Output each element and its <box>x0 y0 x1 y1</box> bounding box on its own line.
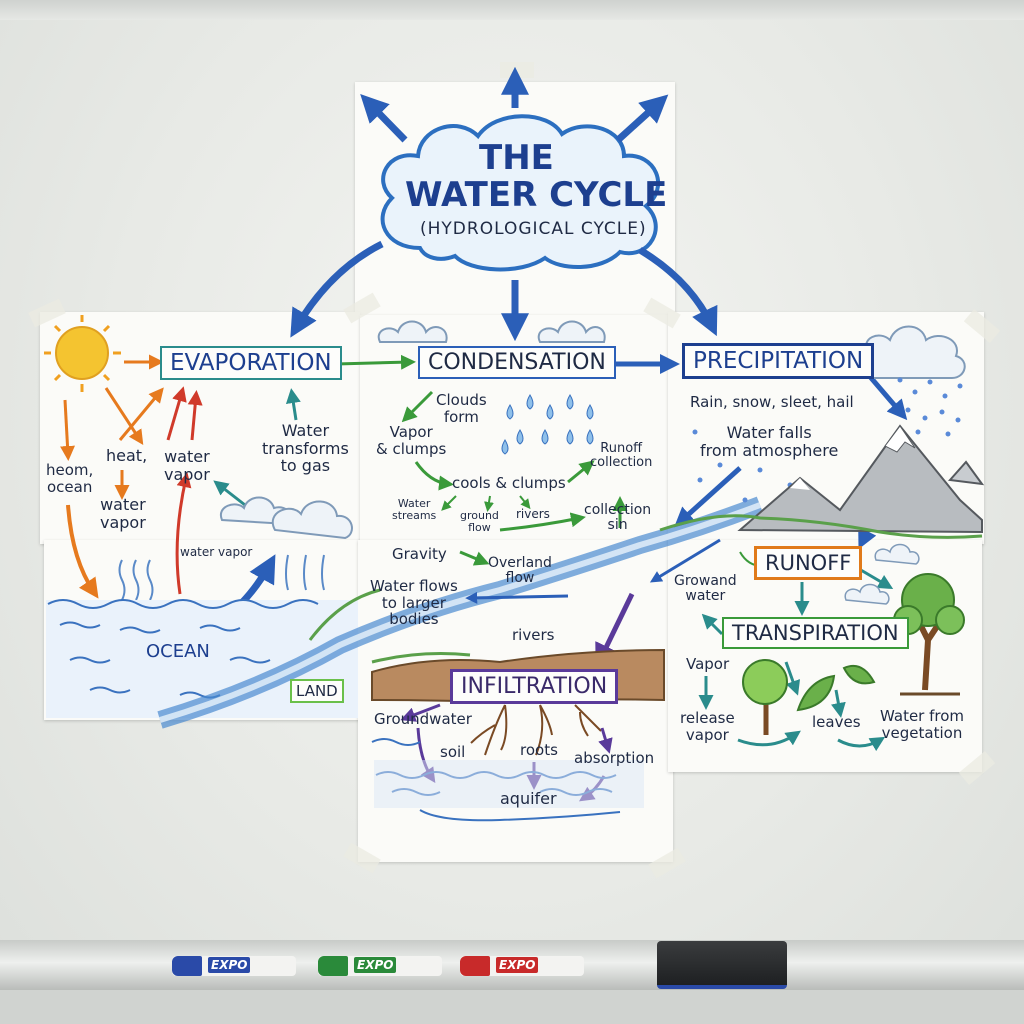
label-water-streams: Water streams <box>392 497 437 523</box>
infiltration-box: INFILTRATION <box>450 669 619 704</box>
title-arrow-to-precipitation <box>638 246 718 337</box>
mountain-icon <box>737 424 985 534</box>
label-ocean: OCEAN <box>146 641 210 662</box>
label-vapor-clumps: Vapor & clumps <box>376 423 447 458</box>
marker-cap <box>172 956 202 976</box>
raindrop-icons <box>501 394 594 455</box>
label-heom-ocean: heom, ocean <box>46 461 94 496</box>
title-line-2: WATER CYCLE <box>405 175 668 215</box>
label-leaves: leaves <box>812 713 861 731</box>
label-vapor: Vapor <box>686 655 730 673</box>
label-land: LAND <box>290 679 344 703</box>
cloud-icon <box>844 543 920 605</box>
roots-icon <box>470 704 602 756</box>
sun-icon <box>44 315 121 392</box>
title-arrow-up-right <box>615 94 669 143</box>
label-runoff-collection: Runoff collection <box>590 441 653 471</box>
label-groundwater: Groundwater <box>374 710 472 728</box>
label-cools-clumps: cools & clumps <box>452 474 566 492</box>
evaporation-box: EVAPORATION <box>160 346 342 380</box>
label-water-flows: Water flows to larger bodies <box>370 577 458 628</box>
marker-tray-lip <box>0 990 1024 1024</box>
label-aquifer: aquifer <box>500 789 557 808</box>
title-arrow-to-evaporation <box>290 240 384 338</box>
label-water-vapor-top: water vapor <box>164 447 210 484</box>
cloud-icon <box>862 325 966 379</box>
condensation-box: CONDENSATION <box>418 346 616 379</box>
label-heat: heat, <box>106 446 148 465</box>
green-marker[interactable]: EXPO <box>318 956 442 976</box>
label-water-vapor-small: water vapor <box>180 545 253 559</box>
marker-cap <box>460 956 490 976</box>
whiteboard-frame <box>0 0 1024 20</box>
label-collection-sin: collection sin <box>584 502 652 534</box>
marker-brand: EXPO <box>496 957 539 973</box>
label-rivers: rivers <box>512 626 555 644</box>
title-cloud <box>380 114 661 272</box>
marker-cap <box>318 956 348 976</box>
marker-brand: EXPO <box>208 957 251 973</box>
label-overland-flow: Overland flow <box>488 555 552 587</box>
title-arrow-up-left <box>360 93 408 143</box>
label-water-from-vegetation: Water from vegetation <box>880 707 965 742</box>
label-ground-flow: ground flow <box>460 509 499 535</box>
eraser[interactable] <box>657 941 787 989</box>
transpiration-box: TRANSPIRATION <box>722 617 909 649</box>
label-release-vapor: release vapor <box>680 709 735 744</box>
leaf-icon <box>796 664 876 712</box>
label-soil: soil <box>440 743 466 761</box>
blue-marker[interactable]: EXPO <box>172 956 296 976</box>
label-rivers-small: rivers <box>516 507 550 521</box>
cloud-icon <box>377 320 606 343</box>
runoff-box: RUNOFF <box>754 546 863 580</box>
label-rain-snow: Rain, snow, sleet, hail <box>690 393 854 411</box>
label-roots: roots <box>520 741 558 759</box>
label-gravity: Gravity <box>392 545 447 563</box>
red-marker[interactable]: EXPO <box>460 956 584 976</box>
label-water-transforms: Water transforms to gas <box>262 421 349 476</box>
precipitation-box: PRECIPITATION <box>682 343 875 379</box>
title-line-3: (HYDROLOGICAL CYCLE) <box>420 219 647 239</box>
label-absorption: absorption <box>574 749 655 767</box>
label-water-vapor-left: water vapor <box>100 495 146 532</box>
marker-brand: EXPO <box>354 957 397 973</box>
cloud-icon <box>219 496 353 540</box>
label-growand-water: Growand water <box>674 573 737 605</box>
title-line-1: THE <box>479 138 554 178</box>
label-water-falls: Water falls from atmosphere <box>700 423 839 460</box>
small-tree-icon <box>742 659 788 735</box>
label-clouds-form: Clouds form <box>436 391 487 426</box>
